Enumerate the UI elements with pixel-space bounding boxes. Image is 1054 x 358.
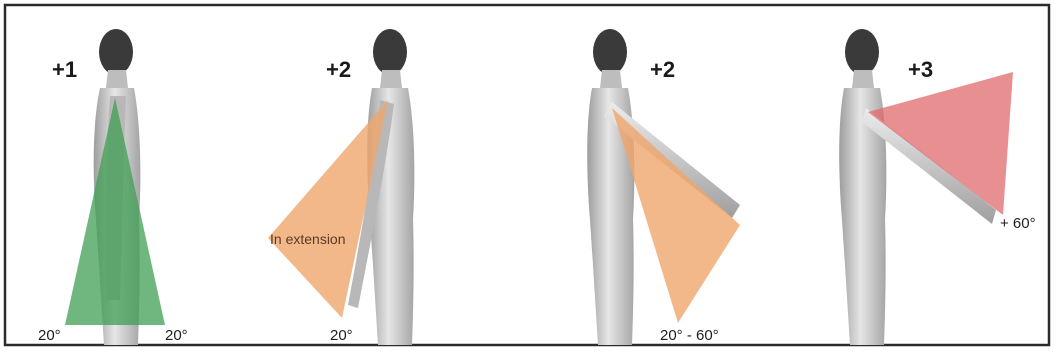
panel-2-note: In extension [270, 231, 346, 247]
panel-1-score: +1 [52, 57, 77, 82]
panel-3-angle: 20° - 60° [660, 327, 719, 344]
head [845, 29, 879, 75]
panel-3-score: +2 [650, 57, 675, 82]
head [593, 29, 627, 75]
head [373, 29, 407, 75]
neck [380, 70, 402, 88]
neck [852, 70, 874, 88]
panel-1-right-angle: 20° [165, 327, 188, 344]
figure-frame [5, 5, 1049, 345]
panel-2-score: +2 [326, 57, 351, 82]
panel-4-score: +3 [908, 57, 933, 82]
panel-1-left-angle: 20° [38, 327, 61, 344]
neck [106, 70, 128, 88]
panel-2-angle: 20° [330, 327, 353, 344]
head [99, 29, 133, 75]
panel-4-angle: + 60° [1000, 215, 1036, 232]
neck [600, 70, 622, 88]
